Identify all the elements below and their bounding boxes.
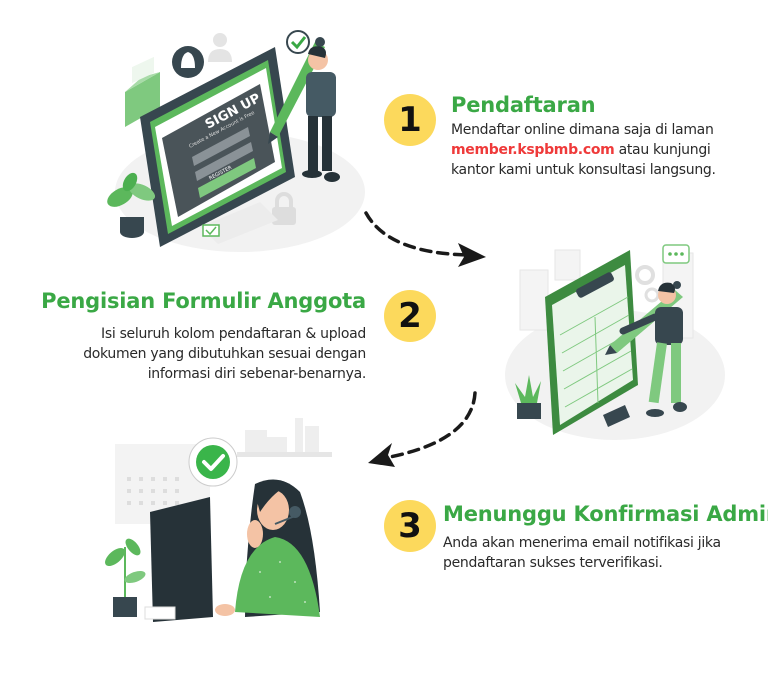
man-figure (605, 281, 687, 417)
step-number-badge: 1 (384, 94, 436, 146)
step-number-badge: 3 (384, 500, 436, 552)
plant-icon (105, 538, 146, 617)
step-title: Pendaftaran (451, 93, 596, 117)
chat-bubble-icon (662, 244, 690, 264)
sign-up-tablet-illustration: SIGN UP Create a New Account is Free REG… (100, 22, 370, 257)
registration-link[interactable]: member.kspbmb.com (451, 142, 615, 158)
step-description: Anda akan menerima email notifikasi jika… (443, 535, 721, 571)
arrowhead-icon (368, 443, 395, 467)
woman-figure (215, 479, 320, 617)
arrowhead-icon (458, 243, 486, 267)
plant-icon (515, 375, 541, 419)
computer-monitor (144, 497, 213, 622)
step-description: Isi seluruh kolom pendaftaran & upload d… (83, 326, 366, 382)
step-number-badge: 2 (384, 290, 436, 342)
arrow-step1-to-step2 (358, 205, 493, 274)
step-title: Pengisian Formulir Anggota (41, 289, 366, 313)
gear-icon (635, 265, 660, 303)
bell-icon (172, 46, 204, 78)
step-description: Mendaftar online dimana saja di laman me… (451, 122, 716, 178)
step-title: Menunggu Konfirmasi Admin (443, 502, 768, 526)
user-icon (208, 33, 232, 62)
plant-icon (107, 172, 156, 238)
calendar-dots (127, 477, 179, 505)
check-circle-icon (188, 437, 238, 487)
clipboard-board (545, 250, 638, 435)
binder-clip-icon (603, 405, 630, 427)
arrow-step2-to-step3 (360, 385, 485, 474)
lock-icon (272, 192, 296, 225)
envelope-icon (125, 56, 160, 127)
tablet-device: SIGN UP Create a New Account is Free REG… (140, 47, 295, 247)
step-number: 2 (398, 296, 422, 336)
check-bubble-icon (286, 30, 310, 54)
admin-verification-illustration (95, 412, 350, 627)
man-figure (268, 37, 340, 182)
step-number: 1 (398, 100, 422, 140)
clipboard-form-illustration (505, 235, 730, 450)
step-number: 3 (398, 506, 422, 546)
